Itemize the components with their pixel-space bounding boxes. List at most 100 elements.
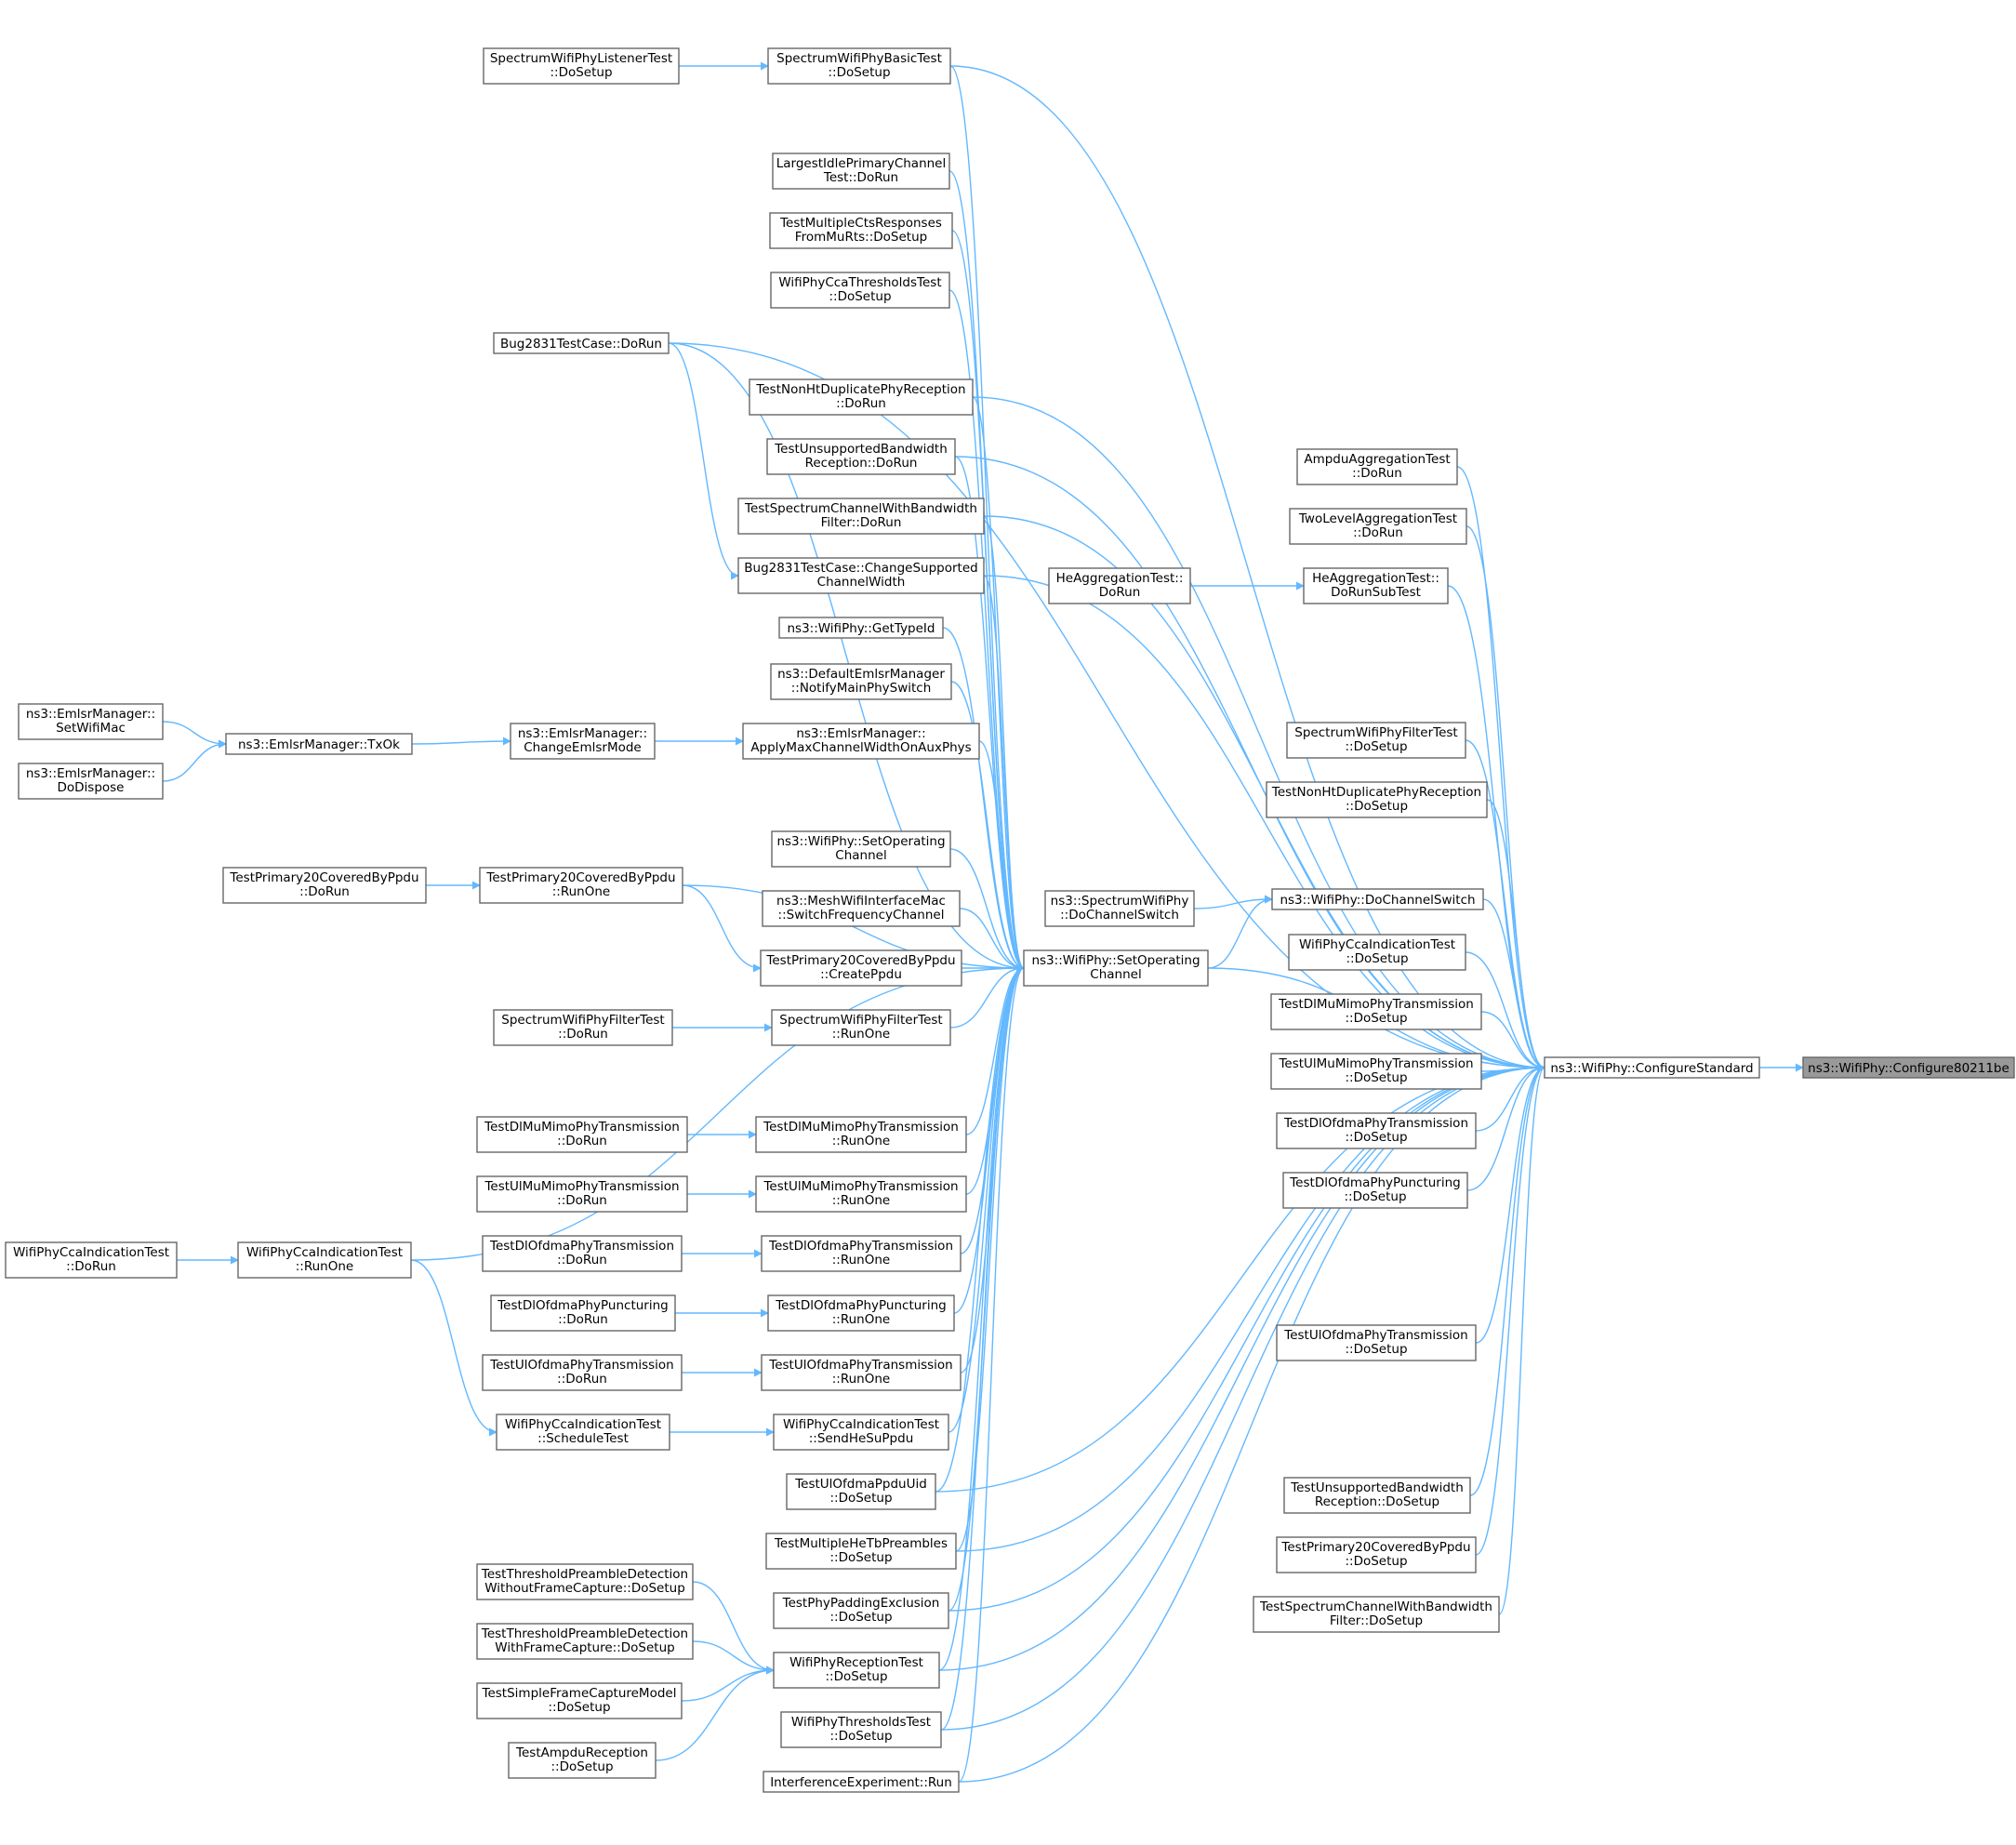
node-label-line: ::DoSetup — [829, 289, 891, 304]
node-spdochsw[interactable]: ns3::SpectrumWifiPhy::DoChannelSwitch — [1044, 890, 1195, 927]
node-ampdu[interactable]: AmpduAggregationTest::DoRun — [1296, 448, 1458, 485]
node-dlpuncdorun[interactable]: TestDlOfdmaPhyPuncturing::DoRun — [490, 1294, 676, 1332]
node-specchansetup[interactable]: TestSpectrumChannelWithBandwidthFilter::… — [1253, 1596, 1500, 1633]
node-preamblewo[interactable]: TestThresholdPreambleDetectionWithoutFra… — [476, 1563, 694, 1600]
node-dlpuncsetup[interactable]: TestDlOfdmaPhyPuncturing::DoSetup — [1282, 1172, 1468, 1209]
node-box — [18, 763, 164, 800]
node-label-line: ::DoSetup — [550, 1759, 613, 1774]
node-dlpuncrunone[interactable]: TestDlOfdmaPhyPuncturing::RunOne — [767, 1294, 955, 1332]
node-multihetb[interactable]: TestMultipleHeTbPreambles::DoSetup — [765, 1533, 957, 1570]
node-ccarunone[interactable]: WifiPhyCcaIndicationTest::RunOne — [237, 1241, 412, 1279]
node-box — [508, 1742, 657, 1779]
node-box — [773, 1652, 940, 1689]
node-ulofdmappdu[interactable]: TestUlOfdmaPpduUid::DoSetup — [786, 1473, 936, 1510]
node-splistener[interactable]: SpectrumWifiPhyListenerTest::DoSetup — [483, 47, 680, 85]
node-ccathresh[interactable]: WifiPhyCcaThresholdsTest::DoSetup — [770, 272, 950, 309]
call-edge-line — [983, 575, 1025, 973]
node-spfiltrunone[interactable]: SpectrumWifiPhyFilterTest::RunOne — [771, 1009, 951, 1046]
node-preamblew[interactable]: TestThresholdPreambleDetectionWithFrameC… — [476, 1623, 694, 1660]
node-chgemlsr[interactable]: ns3::EmlsrManager::ChangeEmlsrMode — [510, 723, 656, 760]
node-nonhtrun[interactable]: TestNonHtDuplicatePhyReception::DoRun — [749, 378, 974, 416]
node-ccadorun[interactable]: WifiPhyCcaIndicationTest::DoRun — [5, 1241, 178, 1279]
node-dlofdmarunone[interactable]: TestDlOfdmaPhyTransmission::RunOne — [761, 1235, 962, 1272]
call-edge-interf-to-cfgstd — [958, 1063, 1545, 1783]
node-label-line: TestUlOfdmaPpduUid — [794, 1477, 927, 1492]
node-bug2831run[interactable]: Bug2831TestCase::DoRun — [493, 332, 670, 354]
call-edge-ampdu-to-cfgstd — [1456, 466, 1545, 1072]
node-ccaindsetup[interactable]: WifiPhyCcaIndicationTest::DoSetup — [1288, 934, 1466, 971]
node-spfiltsetup[interactable]: SpectrumWifiPhyFilterTest::DoSetup — [1286, 722, 1466, 759]
node-cfgstd[interactable]: ns3::WifiPhy::ConfigureStandard — [1544, 1056, 1760, 1079]
node-label-line: HeAggregationTest:: — [1312, 571, 1439, 586]
node-heaggsub[interactable]: HeAggregationTest::DoRunSubTest — [1303, 567, 1449, 604]
node-prim20setup[interactable]: TestPrimary20CoveredByPpdu::DoSetup — [1276, 1536, 1477, 1573]
node-simplefc[interactable]: TestSimpleFrameCaptureModel::DoSetup — [476, 1682, 683, 1719]
node-dlofdmasetup[interactable]: TestDlOfdmaPhyTransmission::DoSetup — [1276, 1112, 1477, 1149]
node-label-line: ::RunOne — [832, 1193, 890, 1208]
call-edge-ulofdmappdu-to-cfgstd — [935, 1063, 1545, 1493]
node-label-line: ns3::WifiPhy::GetTypeId — [787, 621, 935, 636]
node-threshtest[interactable]: WifiPhyThresholdsTest::DoSetup — [780, 1711, 942, 1748]
node-setwifimac[interactable]: ns3::EmlsrManager::SetWifiMac — [18, 703, 164, 740]
node-multicts[interactable]: TestMultipleCtsResponsesFromMuRts::DoSet… — [769, 212, 953, 249]
node-dlmumimorunone[interactable]: TestDlMuMimoPhyTransmission::RunOne — [755, 1116, 967, 1153]
node-box — [1288, 934, 1466, 971]
node-unsupbwsetup[interactable]: TestUnsupportedBandwidthReception::DoSet… — [1283, 1477, 1471, 1514]
node-root[interactable]: ns3::WifiPhy::Configure80211be — [1802, 1056, 2015, 1079]
call-edge-ccaindsetup-to-cfgstd — [1465, 951, 1545, 1072]
node-label-line: TestDlOfdmaPhyPuncturing — [1289, 1175, 1461, 1190]
node-txok[interactable]: ns3::EmlsrManager::TxOk — [225, 733, 413, 755]
node-specchanrun[interactable]: TestSpectrumChannelWithBandwidthFilter::… — [737, 498, 985, 535]
node-box — [476, 1175, 688, 1213]
node-bug2831chg[interactable]: Bug2831TestCase::ChangeSupportedChannelW… — [737, 557, 985, 594]
node-ulofdmasetup[interactable]: TestUlOfdmaPhyTransmission::DoSetup — [1276, 1324, 1477, 1361]
node-label-line: ::DoRun — [1353, 525, 1403, 540]
node-ulmumimorunone[interactable]: TestUlMuMimoPhyTransmission::RunOne — [755, 1175, 967, 1213]
node-ccasched[interactable]: WifiPhyCcaIndicationTest::ScheduleTest — [496, 1414, 670, 1451]
node-prim20dorun[interactable]: TestPrimary20CoveredByPpdu::DoRun — [222, 867, 427, 904]
node-label-line: SpectrumWifiPhyListenerTest — [490, 51, 672, 66]
call-edge-line — [682, 884, 762, 973]
node-spfiltdorun[interactable]: SpectrumWifiPhyFilterTest::DoRun — [493, 1009, 673, 1046]
node-label-line: TestPrimary20CoveredByPpdu — [1280, 1540, 1470, 1555]
call-edge-dlmumimorunone-to-setop — [965, 963, 1025, 1135]
call-edge-line — [959, 908, 1025, 973]
node-ccasend[interactable]: WifiPhyCcaIndicationTest::SendHeSuPpdu — [773, 1414, 949, 1451]
node-prim20runone[interactable]: TestPrimary20CoveredByPpdu::RunOne — [479, 867, 683, 904]
call-edge-spfiltrunone-to-setop — [949, 963, 1025, 1029]
node-box — [773, 1414, 949, 1451]
node-spbasic[interactable]: SpectrumWifiPhyBasicTest::DoSetup — [767, 47, 951, 85]
node-applymax[interactable]: ns3::EmlsrManager::ApplyMaxChannelWidthO… — [742, 723, 980, 760]
node-ulofdmarunone[interactable]: TestUlOfdmaPhyTransmission::RunOne — [761, 1354, 962, 1391]
node-interf[interactable]: InterferenceExperiment::Run — [763, 1771, 960, 1793]
node-ampdurecv[interactable]: TestAmpduReception::DoSetup — [508, 1742, 657, 1779]
node-box — [770, 663, 952, 700]
call-edge-line — [1193, 895, 1273, 909]
node-ulmumimosetup[interactable]: TestUlMuMimoPhyTransmission::DoSetup — [1270, 1053, 1482, 1090]
node-ulofdmadorun[interactable]: TestUlOfdmaPhyTransmission::DoRun — [482, 1354, 683, 1391]
call-edge-recvtest-to-setop — [938, 963, 1025, 1671]
node-dlofdmadorun[interactable]: TestDlOfdmaPhyTransmission::DoRun — [482, 1235, 683, 1272]
node-heaggrun[interactable]: HeAggregationTest::DoRun — [1048, 567, 1191, 604]
node-label-line: ChannelWidth — [817, 575, 906, 590]
node-meshswitch[interactable]: ns3::MeshWifiInterfaceMac::SwitchFrequen… — [762, 890, 961, 927]
node-label-line: TestDlOfdmaPhyTransmission — [768, 1239, 953, 1254]
node-label-line: ::DoSetup — [828, 65, 890, 80]
node-dodispose[interactable]: ns3::EmlsrManager::DoDispose — [18, 763, 164, 800]
node-recvtest[interactable]: WifiPhyReceptionTest::DoSetup — [773, 1652, 940, 1689]
node-twolevel[interactable]: TwoLevelAggregationTest::DoRun — [1289, 508, 1467, 545]
node-dlmumimosetup[interactable]: TestDlMuMimoPhyTransmission::DoSetup — [1270, 993, 1482, 1030]
node-nonhtsetup[interactable]: TestNonHtDuplicatePhyReception::DoSetup — [1266, 781, 1488, 818]
node-prim20create[interactable]: TestPrimary20CoveredByPpdu::CreatePpdu — [760, 949, 962, 987]
node-dochsw[interactable]: ns3::WifiPhy::DoChannelSwitch — [1271, 888, 1484, 910]
node-phypadding[interactable]: TestPhyPaddingExclusion::DoSetup — [773, 1592, 949, 1629]
node-ulmumimodorun[interactable]: TestUlMuMimoPhyTransmission::DoRun — [476, 1175, 688, 1213]
node-defemlsr[interactable]: ns3::DefaultEmlsrManager::NotifyMainPhyS… — [770, 663, 952, 700]
node-label-line: FromMuRts::DoSetup — [795, 230, 927, 245]
node-dlmumimodorun[interactable]: TestDlMuMimoPhyTransmission::DoRun — [476, 1116, 688, 1153]
node-gettypeid[interactable]: ns3::WifiPhy::GetTypeId — [778, 617, 944, 639]
